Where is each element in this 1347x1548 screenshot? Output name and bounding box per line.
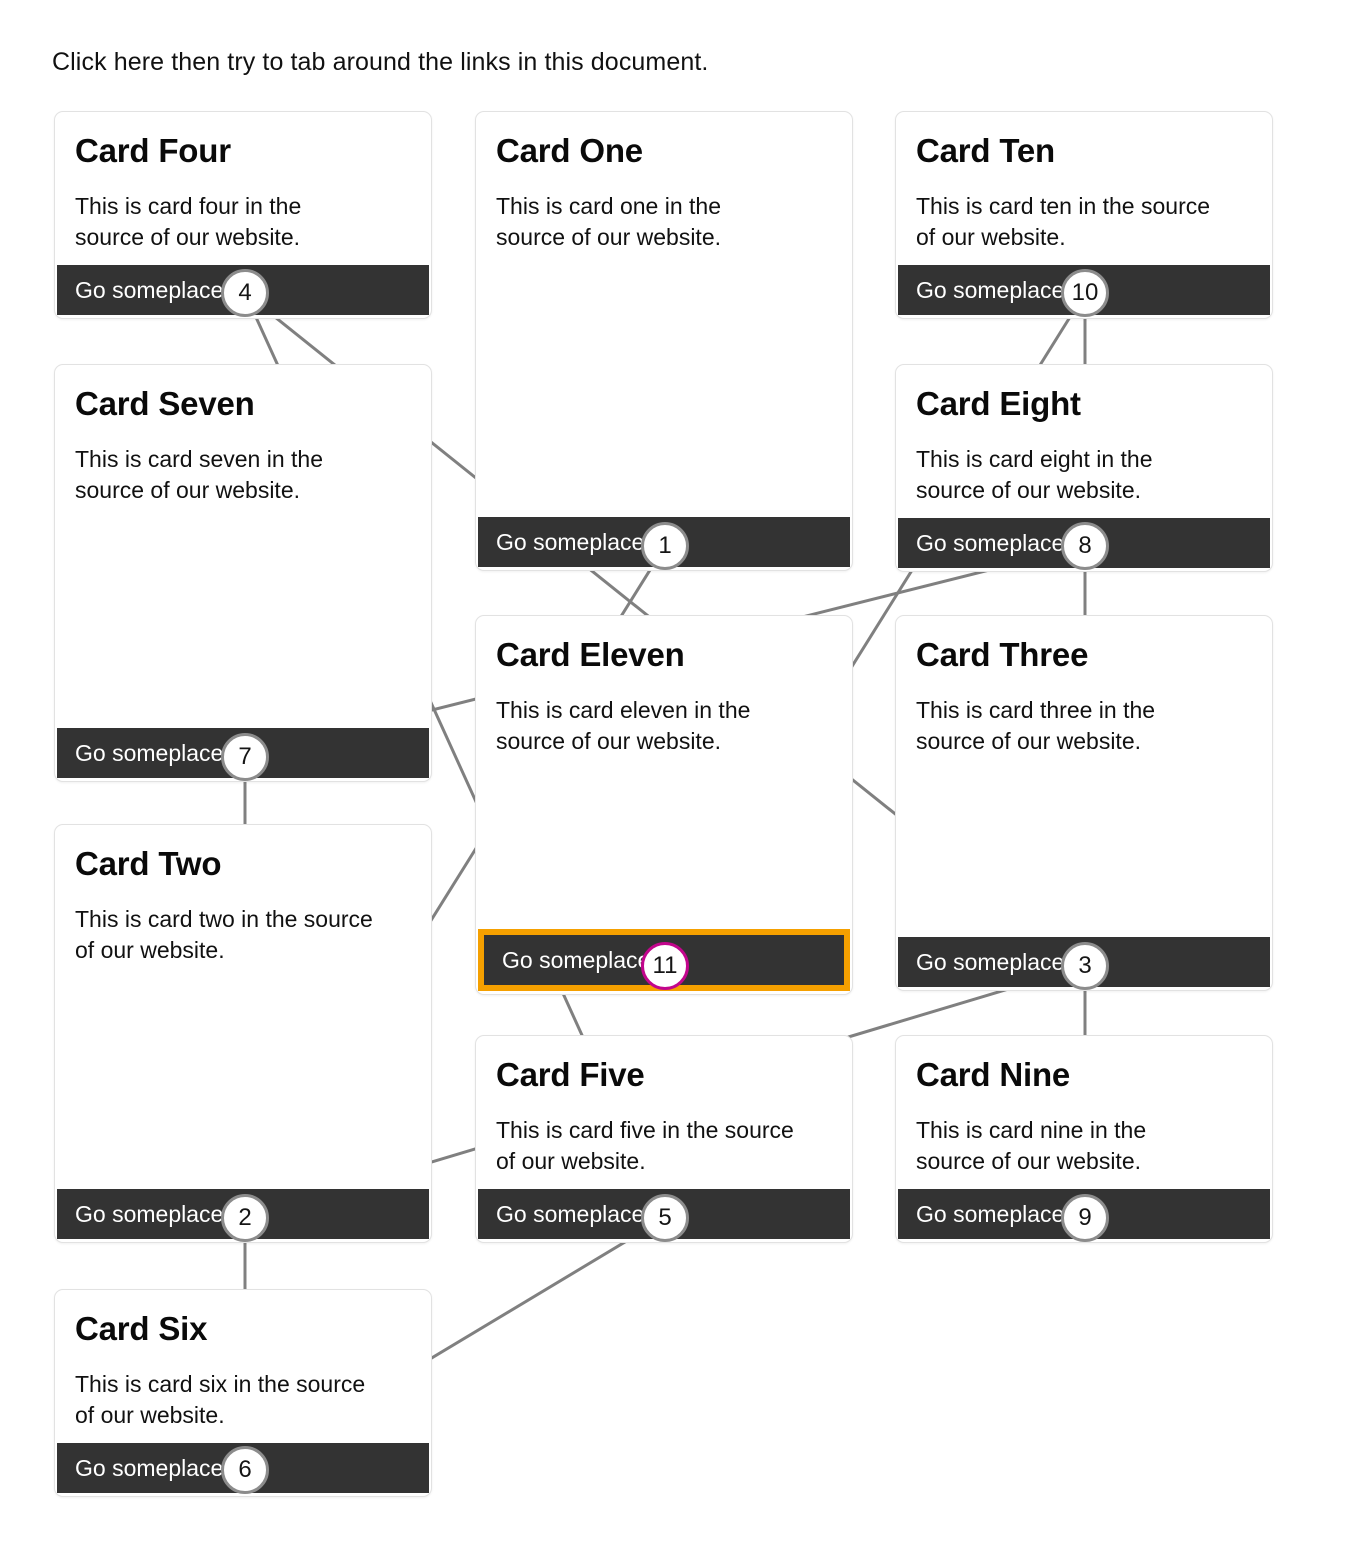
card-seven-title: Card Seven [75,385,255,422]
card-nine-description: This is card nine in the source of our w… [916,1116,1147,1175]
card-five-description: This is card five in the source of our w… [496,1116,794,1175]
tab-badge-8: 8 [1061,522,1109,570]
card-seven-description: This is card seven in the source of our … [75,445,324,504]
card-two-description: This is card two in the source of our we… [75,905,373,964]
tab-badge-10: 10 [1061,269,1109,317]
card-three-description: This is card three in the source of our … [916,696,1156,755]
card-one-description: This is card one in the source of our we… [496,192,722,251]
tab-badge-3: 3 [1061,942,1109,990]
tab-badge-11: 11 [641,942,689,990]
card-three-title: Card Three [916,636,1089,673]
tab-badge-9: 9 [1061,1194,1109,1242]
tab-badge-4: 4 [221,269,269,317]
tab-badge-5: 5 [641,1194,689,1242]
card-two-title: Card Two [75,845,222,882]
card-ten-title: Card Ten [916,132,1055,169]
card-six-title: Card Six [75,1310,208,1347]
card-one-title: Card One [496,132,643,169]
card-eight-title: Card Eight [916,385,1081,422]
tab-badge-7: 7 [221,733,269,781]
card-six-description: This is card six in the source of our we… [75,1370,366,1429]
card-ten-description: This is card ten in the source of our we… [916,192,1211,251]
card-four-description: This is card four in the source of our w… [75,192,302,251]
card-eleven-description: This is card eleven in the source of our… [496,696,751,755]
page-intro-text: Click here then try to tab around the li… [52,48,709,76]
tab-badge-6: 6 [221,1446,269,1494]
card-four-title: Card Four [75,132,231,169]
card-eight-description: This is card eight in the source of our … [916,445,1153,504]
card-five-title: Card Five [496,1056,645,1093]
card-nine-title: Card Nine [916,1056,1071,1093]
card-eleven-title: Card Eleven [496,636,685,673]
tab-badge-1: 1 [641,522,689,570]
tab-badge-2: 2 [221,1194,269,1242]
card-one-link[interactable]: Go someplace [478,517,850,567]
